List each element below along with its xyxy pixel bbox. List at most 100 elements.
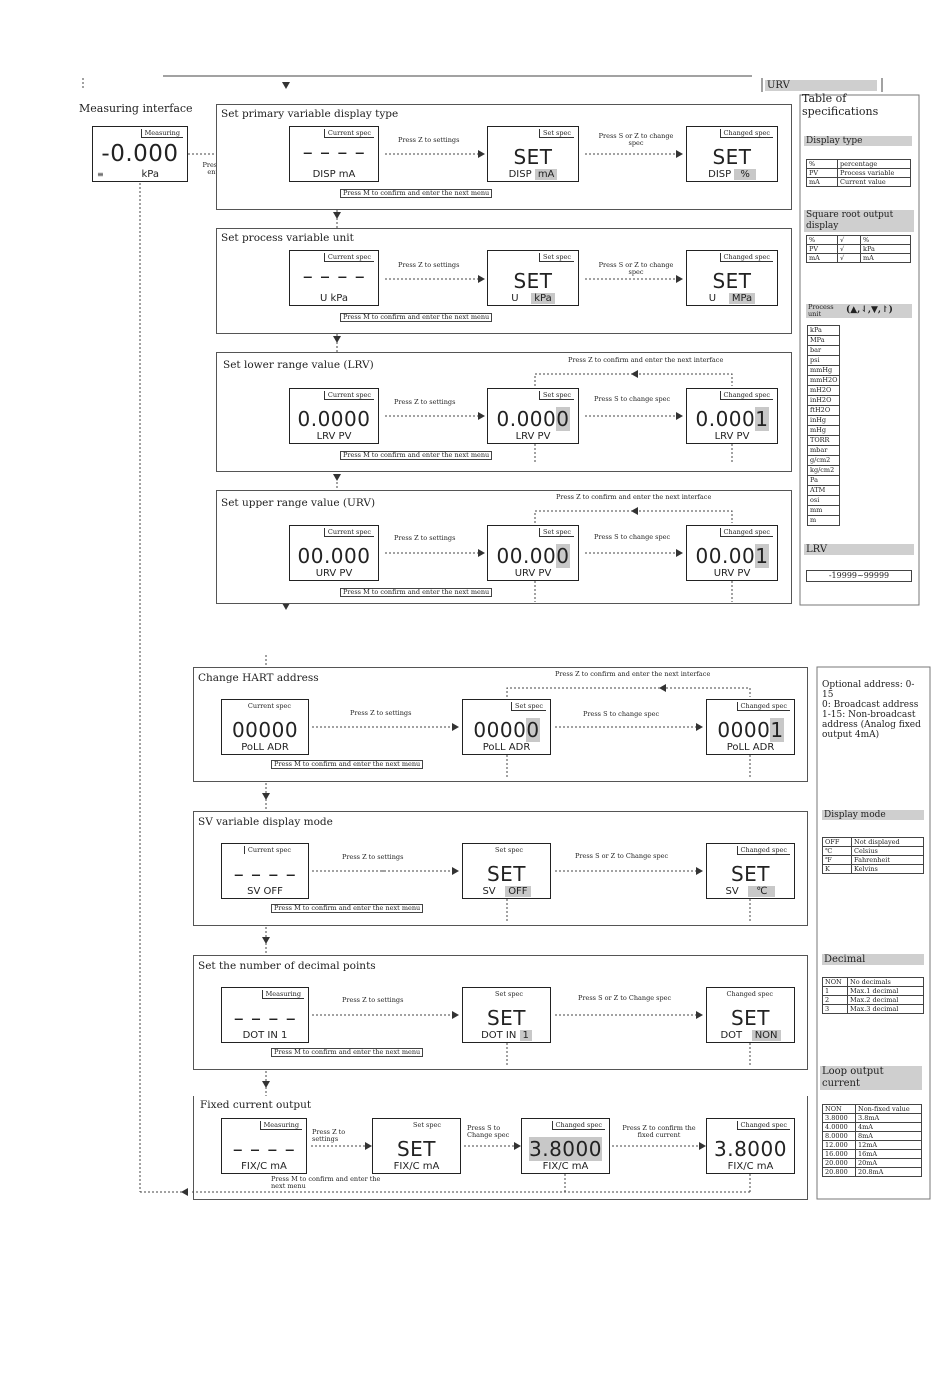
urv-header: URV [765,80,877,91]
lcd-current-spec: Current spec – – – – U kPa [289,250,379,306]
arrow-label: Press Z to settings [342,853,404,861]
lcd-value: -0.000 [101,141,179,167]
lcd-value: 0000 [717,718,771,742]
lcd-tag: Set spec [492,846,526,854]
lcd-bottom: URV PV [713,568,751,579]
lcd-tag: Changed spec [719,391,773,400]
confirm-label: Press M to confirm and enter the next me… [271,1175,381,1190]
lcd-measuring: Measuring – – – – DOT IN 1 [221,987,309,1043]
lcd-bottom: DISP [508,169,532,180]
lcd-changed-spec: Changed spec SET DOT NON [706,987,795,1043]
arrow-label: Press Z to settings [342,996,404,1004]
lcd-changed-spec: Changed spec 3.8000 FIX/C mA [521,1118,610,1174]
lcd-set-spec: Set spec SET FIX/C mA [372,1118,461,1174]
lcd-tag: Set spec [511,702,546,711]
lcd-value: 0000 [473,718,527,742]
lrv-title: LRV [804,544,914,555]
arrow-label: Press Z to settings [350,709,412,717]
lcd-bottom-highlight: MPa [728,293,756,304]
lcd-bottom: SV [482,886,496,897]
lcd-tag: Changed spec [736,702,790,711]
section-title: Set the number of decimal points [198,960,376,972]
section-title: SV variable display mode [198,816,333,828]
lcd-value: SET [396,1137,437,1161]
lcd-tag: Current spec [323,391,374,400]
lcd-current-spec: Current spec – – – – SV OFF [221,843,309,899]
arrow-label: Press S or Z to Change spec [578,994,672,1002]
lcd-tag: Set spec [539,253,574,262]
lcd-tag: Set spec [539,129,574,138]
lcd-tag: Changed spec [736,1121,790,1130]
lcd-tag: Current spec [323,528,374,537]
unit-item: g/cm2 [807,456,840,466]
lcd-bottom: URV PV [514,568,552,579]
lcd-bottom-highlight: kPa [531,293,555,304]
lcd-bottom: FIX/C mA [393,1161,440,1172]
unit-item: TORR [807,436,840,446]
lcd-bottom: DOT IN [481,1030,517,1041]
unit-item: mmH2O [807,376,840,386]
process-unit-header: Process unit (▲,⇃,▼,↾) [806,304,912,318]
arrow-label: Press S or Z to change spec [598,261,674,276]
sqrt-table: %√% PV√kPa mA√mA [806,235,911,263]
lcd-value: 3.8000 [714,1137,787,1161]
lcd-value: – – – – [302,140,366,164]
lcd-value: 0.0000 [297,407,371,431]
lcd-tag: Measuring [259,1121,302,1130]
lcd-current-spec: Current spec – – – – DISP mA [289,126,379,182]
unit-item: inH2O [807,396,840,406]
lcd-set-spec: Set spec SET DISP mA [487,126,579,182]
lcd-bottom: DOT [720,1030,743,1041]
lcd-bottom-highlight: ℃ [748,886,776,897]
lcd-value-highlight: 1 [755,544,769,568]
lcd-value: 0.000 [496,407,557,431]
spec-table-title: Table of specifications [802,92,879,118]
unit-item: mH2O [807,386,840,396]
lcd-set-spec: Set spec SET U kPa [487,250,579,306]
unit-item: ftH2O [807,406,840,416]
arrow-label: Press Z to confirm the fixed current [622,1124,696,1139]
section-title: Fixed current output [200,1099,312,1111]
arrow-label: Press S to change spec [583,710,660,718]
section-title: Set upper range value (URV) [221,497,376,509]
loop-title: Loop output current [820,1066,922,1090]
measuring-interface-title: Measuring interface [79,102,193,115]
lcd-bottom: U kPa [320,293,348,304]
lcd-value: 00.000 [297,544,371,568]
section-title: Change HART address [198,672,319,684]
lcd-bottom-highlight: OFF [505,886,531,897]
display-mode-title: Display mode [822,810,924,820]
process-unit-title: Process unit [808,303,834,318]
lcd-tag: Current spec [323,129,374,138]
confirm-label: Press M to confirm and enter the next me… [271,1048,424,1057]
lcd-changed-spec: Changed spec 0.0001 LRV PV [686,388,778,444]
lcd-value: 00.00 [496,544,557,568]
lcd-value: 00000 [231,718,299,742]
lcd-set-spec: Set spec 00000 PoLL ADR [462,699,551,755]
lcd-bottom: FIX/C mA [542,1161,589,1172]
lcd-bottom: SV OFF [247,886,283,897]
lcd-value-highlight: 0 [556,407,570,431]
arrow-keys-icon: (▲,⇃,▼,↾) [846,305,893,315]
lcd-bottom: PoLL ADR [241,742,289,753]
lcd-tag: Changed spec [551,1121,605,1130]
measuring-lcd: Measuring -0.000 ≡ kPa [92,126,188,182]
lcd-bottom: DISP [708,169,732,180]
lcd-tag: Current spec [244,702,294,710]
lcd-bottom-highlight: 1 [519,1030,532,1041]
lcd-tag: Changed spec [723,990,776,998]
confirm-label: Press M to confirm and enter the next me… [271,760,424,769]
lcd-bottom: U [708,293,717,304]
unit-item: mbar [807,446,840,456]
arrow-label: Press Z to settings [398,261,460,269]
